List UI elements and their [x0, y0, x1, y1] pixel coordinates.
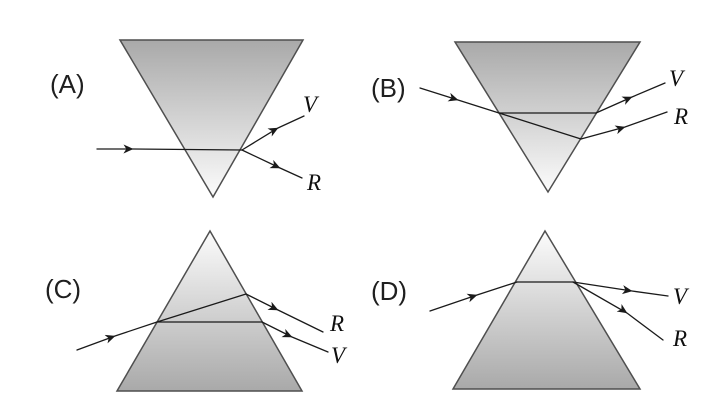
internal-ray-lower-b — [498, 112, 582, 140]
red-label-c: R — [329, 311, 344, 336]
panel-C: (C) R V — [45, 229, 348, 392]
panel-label-d: (D) — [371, 276, 407, 306]
violet-label-d: V — [673, 284, 690, 309]
violet-label-c: V — [331, 343, 348, 368]
violet-ray-b — [595, 82, 666, 114]
prism-upright-d — [451, 229, 642, 390]
violet-label-b: V — [669, 66, 686, 91]
panel-label-a: (A) — [50, 69, 85, 99]
red-ray-c — [245, 293, 324, 333]
violet-ray-d — [572, 281, 669, 297]
red-ray-d — [572, 281, 664, 341]
red-label-d: R — [672, 326, 687, 351]
violet-label-a: V — [303, 92, 320, 117]
violet-ray-a — [241, 115, 305, 151]
incident-ray-a — [96, 144, 243, 154]
violet-ray-c — [261, 321, 329, 353]
red-label-b: R — [673, 104, 688, 129]
red-label-a: R — [306, 170, 321, 195]
panel-B: (B) V R — [371, 41, 688, 194]
prism-inverted-a — [118, 39, 305, 199]
red-ray-a — [241, 149, 303, 179]
panel-label-c: (C) — [45, 274, 81, 304]
incident-ray-d — [429, 281, 518, 312]
prism-inverted-b — [453, 41, 642, 194]
incident-ray-b — [419, 87, 500, 114]
prism-upright-c — [115, 229, 304, 392]
incident-ray-c — [76, 321, 158, 351]
panel-A: (A) V R — [50, 39, 321, 199]
red-ray-b — [580, 111, 668, 140]
internal-ray-upper-c — [156, 293, 247, 323]
panel-label-b: (B) — [371, 73, 406, 103]
panel-D: (D) V R — [371, 229, 690, 390]
